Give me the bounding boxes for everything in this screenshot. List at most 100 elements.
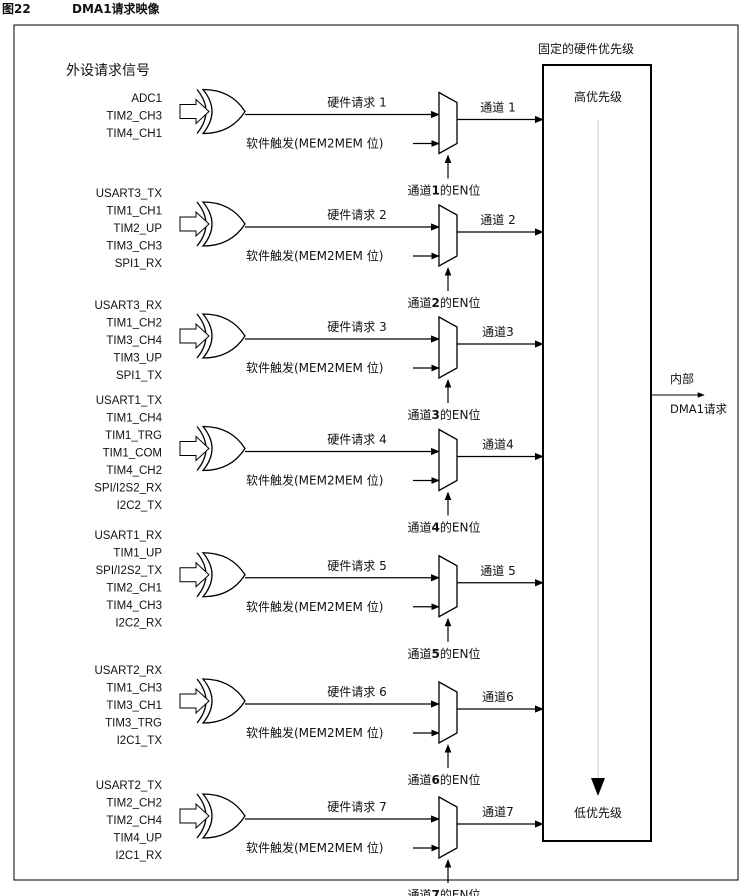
low-priority-label: 低优先级 [574, 806, 622, 820]
signal-label: ADC1 [131, 93, 162, 105]
channel-label: 通道7 [482, 805, 514, 819]
figure-title: DMA1请求映像 [72, 1, 161, 16]
gate-input-arrow-icon [179, 322, 210, 350]
signal-label: TIM2_CH3 [106, 111, 162, 123]
signal-label: I2C1_TX [117, 735, 163, 747]
gate-input-arrow-icon [179, 98, 210, 125]
software-trigger-label: 软件触发(MEM2MEM 位) [246, 248, 383, 263]
signal-label: SPI1_TX [116, 370, 162, 382]
signal-label: TIM4_CH1 [106, 128, 162, 140]
mux-icon [438, 315, 458, 380]
gate-input-arrow-icon [179, 210, 210, 238]
mux-icon [438, 428, 458, 492]
channel-label: 通道4 [482, 438, 514, 452]
or-gate-icon [201, 678, 246, 724]
mux-icon [438, 680, 458, 745]
output-label-internal: 内部 [670, 371, 694, 386]
peripheral-signals-header: 外设请求信号 [66, 63, 150, 79]
hw-request-label: 硬件请求 5 [327, 559, 386, 573]
signal-label: TIM3_CH4 [106, 335, 162, 347]
software-trigger-label: 软件触发(MEM2MEM 位) [246, 136, 383, 151]
signal-label: TIM3_UP [113, 353, 162, 365]
signal-label: TIM4_CH3 [106, 600, 162, 612]
signal-label: USART1_RX [94, 530, 162, 542]
gate-input-arrow-icon [179, 802, 210, 830]
or-gate-icon [201, 425, 246, 472]
channel-label: 通道 5 [480, 564, 515, 578]
signal-label: USART3_RX [94, 300, 162, 312]
signal-label: USART2_TX [96, 780, 163, 792]
software-trigger-label: 软件触发(MEM2MEM 位) [246, 725, 383, 740]
mux-icon [438, 203, 458, 268]
signal-label: TIM3_CH1 [106, 700, 162, 712]
channel-5: USART1_RX TIM1_UP SPI/I2S2_TX TIM2_CH1TIM4_… [94, 530, 544, 661]
signal-label: I2C2_RX [115, 618, 162, 630]
signal-label: USART3_TX [96, 188, 163, 200]
signal-label: TIM2_UP [113, 223, 162, 235]
mux-icon [438, 554, 458, 618]
figure-number: 图22 [2, 2, 31, 16]
channel-label: 通道6 [482, 690, 514, 704]
en-bit-label: 通道2的EN位 [408, 295, 481, 310]
signal-label: TIM1_CH3 [106, 683, 162, 695]
mux-icon [438, 795, 458, 860]
en-bit-label: 通道4的EN位 [408, 520, 481, 535]
high-priority-label: 高优先级 [574, 89, 622, 104]
signal-label: TIM2_CH1 [106, 583, 162, 595]
or-gate-icon [201, 793, 246, 839]
software-trigger-label: 软件触发(MEM2MEM 位) [246, 360, 383, 375]
software-trigger-label: 软件触发(MEM2MEM 位) [246, 599, 383, 614]
priority-arrow-head [591, 778, 605, 796]
or-gate-icon [201, 552, 246, 598]
software-trigger-label: 软件触发(MEM2MEM 位) [246, 840, 383, 855]
en-bit-label: 通道7的EN位 [408, 887, 481, 896]
mux-icon [438, 91, 458, 155]
hw-request-label: 硬件请求 3 [327, 320, 386, 334]
signal-label: SPI1_RX [115, 258, 163, 270]
gate-input-arrow-icon [179, 561, 210, 588]
signal-label: TIM1_COM [103, 448, 162, 460]
en-bit-label: 通道3的EN位 [408, 407, 481, 422]
signal-label: I2C1_RX [115, 850, 162, 862]
or-gate-icon [201, 201, 246, 247]
signal-label: SPI/I2S2_RX [94, 483, 162, 495]
hw-request-label: 硬件请求 6 [327, 685, 386, 699]
signal-label: TIM3_CH3 [106, 241, 162, 253]
hw-request-label: 硬件请求 7 [327, 800, 386, 814]
signal-label: USART1_TX [96, 395, 163, 407]
signal-label: TIM4_UP [113, 833, 162, 845]
signal-label: USART2_RX [94, 665, 162, 677]
outer-frame [13, 24, 739, 881]
channel-label: 通道 1 [480, 101, 515, 115]
en-bit-label: 通道5的EN位 [408, 646, 481, 661]
hw-request-label: 硬件请求 2 [327, 208, 386, 222]
en-bit-label: 通道6的EN位 [408, 772, 481, 787]
hw-request-label: 硬件请求 1 [327, 96, 386, 110]
or-gate-icon [201, 88, 246, 135]
channel-label: 通道 2 [480, 213, 515, 227]
hw-request-label: 硬件请求 4 [327, 433, 386, 447]
signal-label: TIM1_CH2 [106, 318, 162, 330]
signal-label: SPI/I2S2_TX [96, 565, 163, 577]
output-label-request: DMA1请求 [670, 402, 727, 416]
gate-input-arrow-icon [179, 687, 210, 715]
gate-input-arrow-icon [179, 435, 210, 462]
channel-2: USART3_TXTIM1_CH1TIM2_UPTIM3_CH3SPI1_RX硬… [96, 188, 544, 310]
signal-label: TIM1_TRG [105, 430, 162, 442]
or-gate-icon [201, 313, 246, 359]
channel-label: 通道3 [482, 325, 514, 339]
signal-label: TIM3_TRG [105, 718, 162, 730]
priority-box [542, 64, 652, 842]
software-trigger-label: 软件触发(MEM2MEM 位) [246, 473, 383, 488]
en-bit-label: 通道1的EN位 [408, 183, 481, 198]
signal-label: TIM1_CH4 [106, 413, 162, 425]
signal-label: TIM2_CH4 [106, 815, 162, 827]
signal-label: TIM1_UP [113, 548, 162, 560]
signal-label: TIM4_CH2 [106, 465, 162, 477]
signal-label: TIM2_CH2 [106, 798, 162, 810]
